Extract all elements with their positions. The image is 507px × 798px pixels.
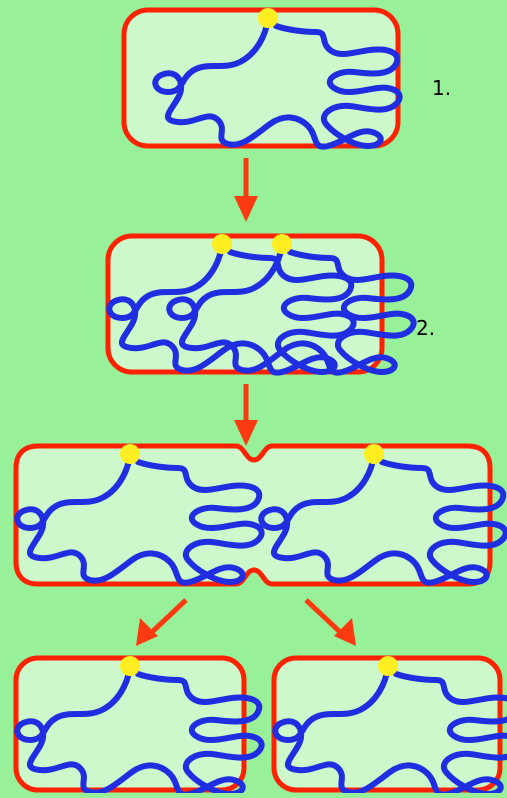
cell-4-right-origin-dot [378, 656, 398, 676]
cell-3-origin-dot-right [364, 444, 384, 464]
cell-2-origin-dot-b [272, 234, 292, 254]
cell-4-left-origin-dot [120, 656, 140, 676]
cell-2 [105, 233, 414, 373]
cell-2-origin-dot-a [212, 234, 232, 254]
step-1-label: 1. [432, 76, 452, 100]
arrow-3-to-4-left-head [136, 618, 158, 646]
arrow-3-to-4-right [304, 598, 342, 634]
cell-1 [121, 7, 401, 149]
cell-3-origin-dot-left [120, 444, 140, 464]
cell-1-wall [121, 7, 401, 149]
cell-1-origin-dot [258, 8, 278, 28]
arrow-3-to-4-right-head [334, 618, 356, 646]
cell-3-dividing [13, 443, 506, 587]
cell-4-right [271, 655, 507, 793]
step-2-label: 2. [416, 316, 436, 340]
arrow-3-to-4-left [150, 598, 188, 634]
arrow-1-to-2-head [234, 196, 258, 222]
arrow-2-to-3-head [234, 420, 258, 446]
cell-4-left [13, 655, 262, 793]
